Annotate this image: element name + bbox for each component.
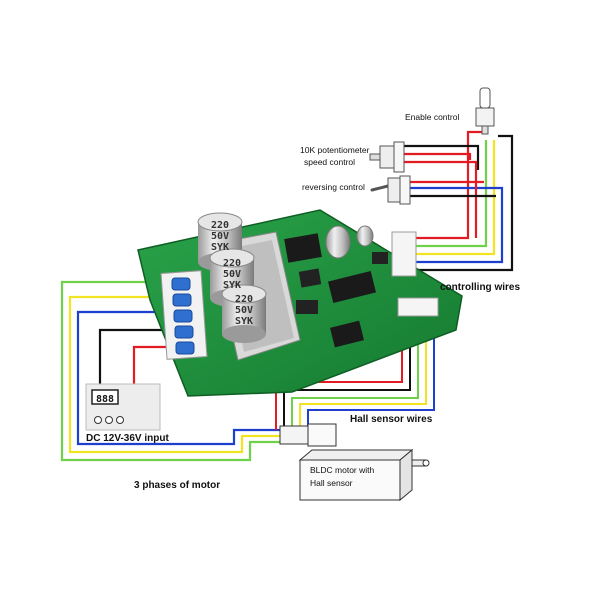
display-digits: 888 [96, 394, 114, 405]
cap3-line2: 50V [235, 305, 253, 316]
hall-wire-green [291, 318, 419, 430]
three-phases-label: 3 phases of motor [134, 480, 221, 491]
reversing-switch-icon [370, 175, 411, 205]
power-wire-black [98, 328, 178, 385]
potentiometer-label-line2: speed control [304, 157, 356, 167]
control-wires [392, 130, 514, 272]
reversing-control-label: reversing control [302, 182, 365, 192]
ctrl-wire-yellow [392, 140, 496, 256]
electrolytic-capacitors [197, 212, 267, 343]
cap1-line3: SYK [211, 242, 229, 253]
motor-connector [279, 423, 337, 447]
phase-wire-yellow [68, 295, 282, 454]
enable-switch-icon [475, 87, 495, 135]
cap3-line1: 220 [235, 294, 253, 305]
hall-wire-blue [307, 318, 435, 430]
cap2-line3: SYK [223, 280, 241, 291]
cap3-line3: SYK [235, 316, 253, 327]
controlling-wires-label: controlling wires [440, 282, 521, 293]
motor-label-line1: BLDC motor with [310, 465, 375, 475]
hall-sensor-wires-label: Hall sensor wires [350, 414, 433, 425]
potentiometer-icon [369, 141, 405, 173]
phase-wire-blue [76, 310, 282, 446]
cap1-line1: 220 [211, 220, 229, 231]
cap2-line1: 220 [223, 258, 241, 269]
power-terminal-screws [171, 277, 195, 355]
enable-control-label: Enable control [405, 112, 460, 122]
ctrl-wire-red-1 [392, 130, 486, 240]
bldc-motor-icon [298, 448, 430, 502]
dc-input-module [85, 383, 161, 431]
cap1-line2: 50V [211, 231, 229, 242]
motor-phase-wires [60, 280, 282, 462]
hall-wire-black [283, 318, 411, 430]
hall-wire-yellow [299, 318, 427, 430]
phase-wire-green [60, 280, 282, 462]
motor-label-line2: Hall sensor [310, 478, 353, 488]
ctrl-wire-green [392, 140, 488, 248]
ctrl-wire-black [392, 134, 514, 272]
power-wire-red [132, 345, 178, 385]
dc-input-label: DC 12V-36V input [86, 433, 169, 444]
power-wires [98, 328, 178, 385]
potentiometer-label-line1: 10K potentiometer [300, 145, 370, 155]
ctrl-wire-blue [392, 186, 504, 264]
cap2-line2: 50V [223, 269, 241, 280]
